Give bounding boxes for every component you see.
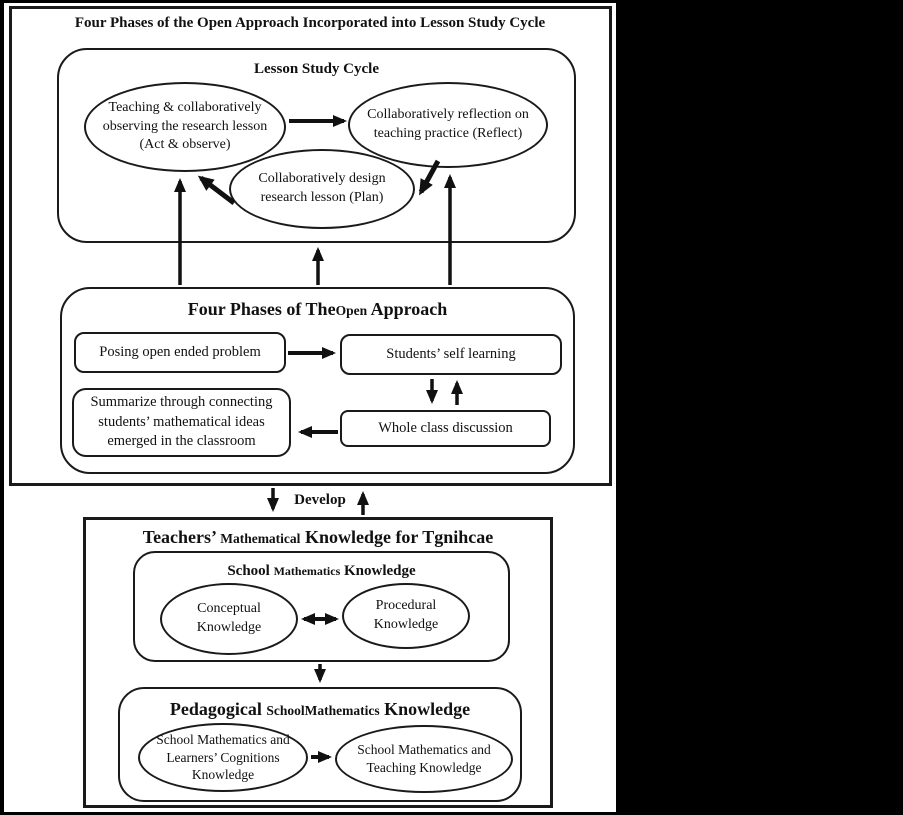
pedagogical-title-part1: Pedagogical bbox=[169, 699, 267, 719]
box-self-learning-label: Students’ self learning bbox=[386, 345, 516, 362]
teachers-knowledge-title: Teachers’ Mathematical Knowledge for Tgn… bbox=[90, 527, 546, 548]
open-approach-title-part2: Open bbox=[335, 303, 368, 318]
pedagogical-knowledge-title: Pedagogical SchoolMathematics Knowledge bbox=[118, 699, 522, 720]
pedagogical-title-part3: Knowledge bbox=[379, 699, 471, 719]
diagram-title: Four Phases of the Open Approach Incorpo… bbox=[74, 15, 546, 31]
ellipse-reflect: Collaboratively reflection on teaching p… bbox=[348, 82, 548, 168]
open-approach-box bbox=[60, 287, 575, 474]
ellipse-learners-cognitions: School Mathematics and Learners’ Cogniti… bbox=[138, 723, 308, 792]
box-posing-problem-label: Posing open ended problem bbox=[99, 343, 261, 360]
box-whole-class: Whole class discussion bbox=[340, 410, 551, 447]
ellipse-conceptual: Conceptual Knowledge bbox=[160, 583, 298, 655]
school-math-title-part2: Mathematics bbox=[273, 564, 341, 578]
ellipse-conceptual-label: Conceptual Knowledge bbox=[196, 601, 262, 635]
ellipse-teaching-knowledge-label: School Mathematics and Teaching Knowledg… bbox=[357, 742, 491, 775]
box-posing-problem: Posing open ended problem bbox=[74, 332, 286, 373]
ellipse-teaching-knowledge: School Mathematics and Teaching Knowledg… bbox=[335, 725, 513, 793]
lesson-study-cycle-title: Lesson Study Cycle bbox=[253, 61, 380, 77]
ellipse-act-observe: Teaching & collaboratively observing the… bbox=[84, 82, 286, 172]
ellipse-procedural: Procedural Knowledge bbox=[342, 583, 470, 649]
school-math-title-part1: School bbox=[227, 563, 274, 579]
teachers-knowledge-title-part1: Teachers’ bbox=[142, 527, 221, 547]
ellipse-plan-label: Collaboratively design research lesson (… bbox=[258, 171, 386, 205]
open-approach-title: Four Phases of TheOpen Approach bbox=[60, 299, 575, 320]
lesson-study-cycle-box bbox=[57, 48, 576, 243]
box-self-learning: Students’ self learning bbox=[340, 334, 562, 375]
box-whole-class-label: Whole class discussion bbox=[378, 419, 513, 436]
school-math-knowledge-box bbox=[133, 551, 510, 662]
box-summarize-label: Summarize through connecting students’ m… bbox=[90, 394, 273, 450]
school-math-title-part3: Knowledge bbox=[340, 563, 416, 579]
ellipse-plan: Collaboratively design research lesson (… bbox=[229, 149, 415, 229]
pedagogical-title-part2: SchoolMathematics bbox=[266, 703, 380, 718]
teachers-knowledge-title-part3: Knowledge for Tgnihcae bbox=[300, 527, 494, 547]
ellipse-act-observe-label: Teaching & collaboratively observing the… bbox=[102, 99, 268, 153]
box-summarize: Summarize through connecting students’ m… bbox=[72, 388, 291, 457]
ellipse-reflect-label: Collaboratively reflection on teaching p… bbox=[367, 107, 529, 141]
develop-label: Develop bbox=[294, 492, 346, 508]
open-approach-title-part3: Approach bbox=[367, 299, 448, 319]
teachers-knowledge-title-part2: Mathematical bbox=[220, 531, 301, 546]
open-approach-title-part1: Four Phases of The bbox=[187, 299, 336, 319]
pedagogical-knowledge-box bbox=[118, 687, 522, 802]
school-math-knowledge-title: School Mathematics Knowledge bbox=[133, 562, 510, 580]
ellipse-procedural-label: Procedural Knowledge bbox=[373, 598, 439, 632]
ellipse-learners-cognitions-label: School Mathematics and Learners’ Cogniti… bbox=[156, 732, 290, 783]
